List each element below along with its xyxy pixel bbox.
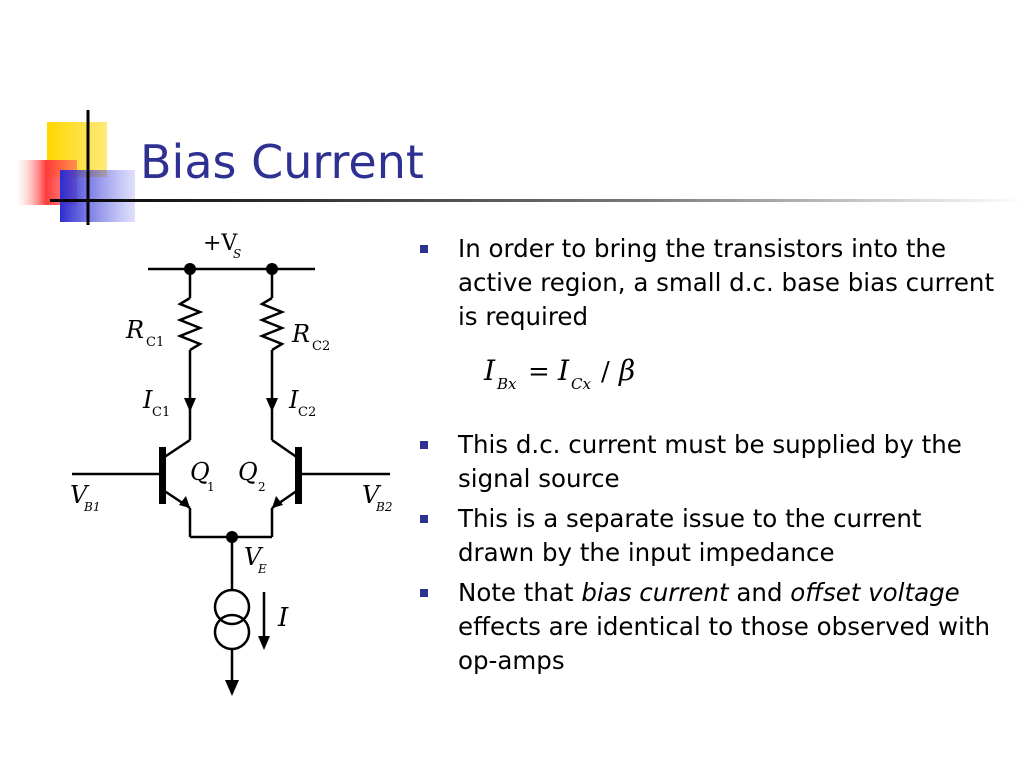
bullet-text: This d.c. current must be supplied by th…	[458, 430, 962, 493]
bullet-marker	[420, 515, 428, 523]
supply-sub: S	[233, 247, 241, 261]
equation: I Bx = I Cx / β	[420, 338, 1000, 428]
rc2-sub: C2	[312, 339, 330, 354]
q1-sub: 1	[207, 480, 215, 494]
bullet-emphasis-bias-current: bias current	[581, 578, 729, 607]
bullet-item: Note that bias current and offset voltag…	[420, 576, 1000, 678]
eq-equals: =	[528, 357, 550, 387]
ic1-sub: C1	[152, 405, 170, 420]
slide-title: Bias Current	[140, 135, 424, 189]
eq-rhs-sub: Cx	[571, 375, 591, 393]
eq-lhs-sub: Bx	[496, 375, 517, 393]
bullet-marker	[420, 589, 428, 597]
rc1-sub: C1	[146, 335, 164, 350]
eq-beta: β	[618, 354, 635, 387]
ic1-label: I	[142, 386, 153, 414]
circuit-wires	[72, 267, 390, 680]
bullet-emphasis-offset-voltage: offset voltage	[790, 578, 960, 607]
title-underline	[50, 199, 1024, 202]
q1-label: Q	[190, 458, 210, 486]
eq-slash: /	[601, 357, 610, 387]
differential-amplifier-circuit: +V S R C1 R C2 I C1 I C2 Q 1 Q 2 V B1 V …	[70, 231, 392, 696]
ve-label: V	[244, 543, 264, 571]
q2-label: Q	[238, 458, 258, 486]
bullet-item: This is a separate issue to the current …	[420, 502, 1000, 570]
vb2-label: V	[362, 481, 382, 509]
bullet-text-post: effects are identical to those observed …	[458, 612, 990, 675]
bullet-text-mid: and	[728, 578, 791, 607]
rc2-label: R	[291, 320, 310, 348]
vb1-sub: B1	[83, 500, 100, 514]
ic2-label: I	[288, 386, 299, 414]
bullet-item: In order to bring the transistors into t…	[420, 232, 1000, 334]
ic2-sub: C2	[298, 405, 316, 420]
bullet-marker	[420, 245, 428, 253]
vb2-sub: B2	[375, 500, 392, 514]
vb1-label: V	[70, 481, 90, 509]
ve-sub: E	[257, 562, 267, 576]
rc1-label: R	[125, 316, 144, 344]
bullet-list: In order to bring the transistors into t…	[420, 232, 1000, 678]
circuit-solid-parts	[159, 263, 302, 696]
equation-svg: I Bx = I Cx / β	[483, 354, 635, 393]
eq-lhs: I	[483, 354, 496, 387]
q2-sub: 2	[258, 480, 266, 494]
bullet-marker	[420, 441, 428, 449]
bullet-text: This is a separate issue to the current …	[458, 504, 922, 567]
eq-rhs: I	[557, 354, 570, 387]
bullet-item: This d.c. current must be supplied by th…	[420, 428, 1000, 496]
bullet-text: In order to bring the transistors into t…	[458, 234, 995, 331]
current-source-label: I	[277, 603, 289, 633]
bullet-text-pre: Note that	[458, 578, 582, 607]
supply-label: +V	[203, 231, 238, 256]
